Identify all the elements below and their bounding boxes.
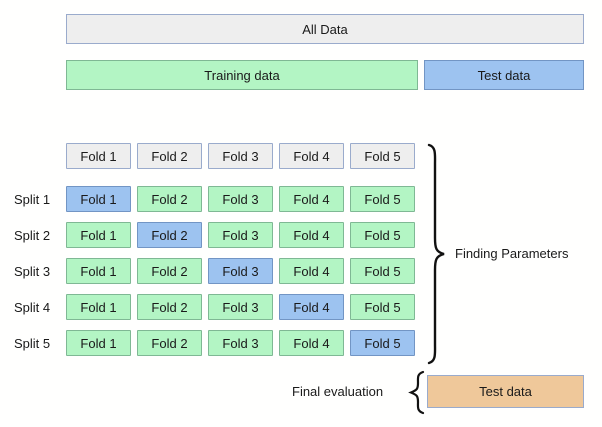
fold-cell-validation: Fold 2: [137, 222, 202, 248]
finding-parameters-brace: [427, 143, 445, 365]
split-label: Split 5: [14, 336, 51, 351]
fold-header-cell: Fold 4: [279, 143, 344, 169]
fold-cell-label: Fold 3: [222, 263, 259, 279]
fold-cell-label: Fold 3: [222, 191, 259, 207]
fold-header-cell: Fold 1: [66, 143, 131, 169]
training-data-label: Training data: [204, 67, 280, 83]
fold-cell-label: Fold 3: [222, 335, 259, 351]
all-data-bar: All Data: [66, 14, 584, 44]
fold-cell-training: Fold 4: [279, 222, 344, 248]
fold-cell-label: Fold 5: [364, 191, 401, 207]
fold-cell-training: Fold 1: [66, 294, 131, 320]
training-data-bar: Training data: [66, 60, 418, 90]
fold-cell-training: Fold 1: [66, 258, 131, 284]
split-label: Split 4: [14, 300, 51, 315]
split-label: Split 1: [14, 192, 51, 207]
fold-cell-training: Fold 4: [279, 186, 344, 212]
fold-cell-training: Fold 2: [137, 258, 202, 284]
fold-cell-training: Fold 3: [208, 294, 273, 320]
fold-cell-label: Fold 1: [80, 263, 117, 279]
fold-cell-label: Fold 4: [293, 299, 330, 315]
fold-cell-validation: Fold 1: [66, 186, 131, 212]
fold-cell-label: Fold 1: [80, 299, 117, 315]
fold-header-cell: Fold 3: [208, 143, 273, 169]
fold-header-label: Fold 3: [222, 148, 259, 164]
fold-cell-label: Fold 4: [293, 263, 330, 279]
fold-cell-label: Fold 3: [222, 299, 259, 315]
fold-cell-validation: Fold 4: [279, 294, 344, 320]
fold-cell-training: Fold 2: [137, 330, 202, 356]
fold-cell-training: Fold 2: [137, 294, 202, 320]
fold-cell-label: Fold 5: [364, 263, 401, 279]
fold-cell-label: Fold 5: [364, 227, 401, 243]
fold-cell-label: Fold 2: [151, 191, 188, 207]
fold-cell-training: Fold 1: [66, 222, 131, 248]
final-evaluation-brace: [408, 370, 425, 415]
fold-cell-validation: Fold 5: [350, 330, 415, 356]
fold-cell-training: Fold 4: [279, 258, 344, 284]
fold-cell-label: Fold 2: [151, 263, 188, 279]
fold-cell-label: Fold 1: [80, 191, 117, 207]
fold-cell-label: Fold 2: [151, 335, 188, 351]
fold-header-cell: Fold 2: [137, 143, 202, 169]
finding-parameters-label: Finding Parameters: [455, 246, 569, 261]
split-label: Split 2: [14, 228, 51, 243]
fold-header-label: Fold 1: [80, 148, 117, 164]
fold-cell-training: Fold 3: [208, 186, 273, 212]
fold-cell-label: Fold 4: [293, 335, 330, 351]
fold-cell-training: Fold 1: [66, 330, 131, 356]
fold-cell-training: Fold 2: [137, 186, 202, 212]
fold-header-label: Fold 4: [293, 148, 330, 164]
fold-cell-training: Fold 3: [208, 222, 273, 248]
fold-cell-label: Fold 2: [151, 227, 188, 243]
fold-header-label: Fold 5: [364, 148, 401, 164]
fold-cell-label: Fold 5: [364, 299, 401, 315]
fold-cell-label: Fold 2: [151, 299, 188, 315]
fold-cell-training: Fold 3: [208, 330, 273, 356]
all-data-label: All Data: [302, 21, 348, 37]
fold-header-label: Fold 2: [151, 148, 188, 164]
split-label: Split 3: [14, 264, 51, 279]
final-test-data-label: Test data: [479, 384, 532, 399]
fold-cell-label: Fold 1: [80, 335, 117, 351]
fold-cell-label: Fold 5: [364, 335, 401, 351]
fold-cell-training: Fold 4: [279, 330, 344, 356]
test-data-bar: Test data: [424, 60, 584, 90]
test-data-label: Test data: [477, 67, 531, 83]
fold-cell-label: Fold 4: [293, 227, 330, 243]
fold-cell-label: Fold 1: [80, 227, 117, 243]
fold-cell-training: Fold 5: [350, 222, 415, 248]
fold-cell-label: Fold 3: [222, 227, 259, 243]
fold-header-cell: Fold 5: [350, 143, 415, 169]
fold-cell-training: Fold 5: [350, 294, 415, 320]
final-evaluation-label: Final evaluation: [292, 384, 384, 399]
fold-cell-label: Fold 4: [293, 191, 330, 207]
fold-cell-validation: Fold 3: [208, 258, 273, 284]
fold-cell-training: Fold 5: [350, 186, 415, 212]
final-test-data-box: Test data: [427, 375, 584, 408]
fold-cell-training: Fold 5: [350, 258, 415, 284]
